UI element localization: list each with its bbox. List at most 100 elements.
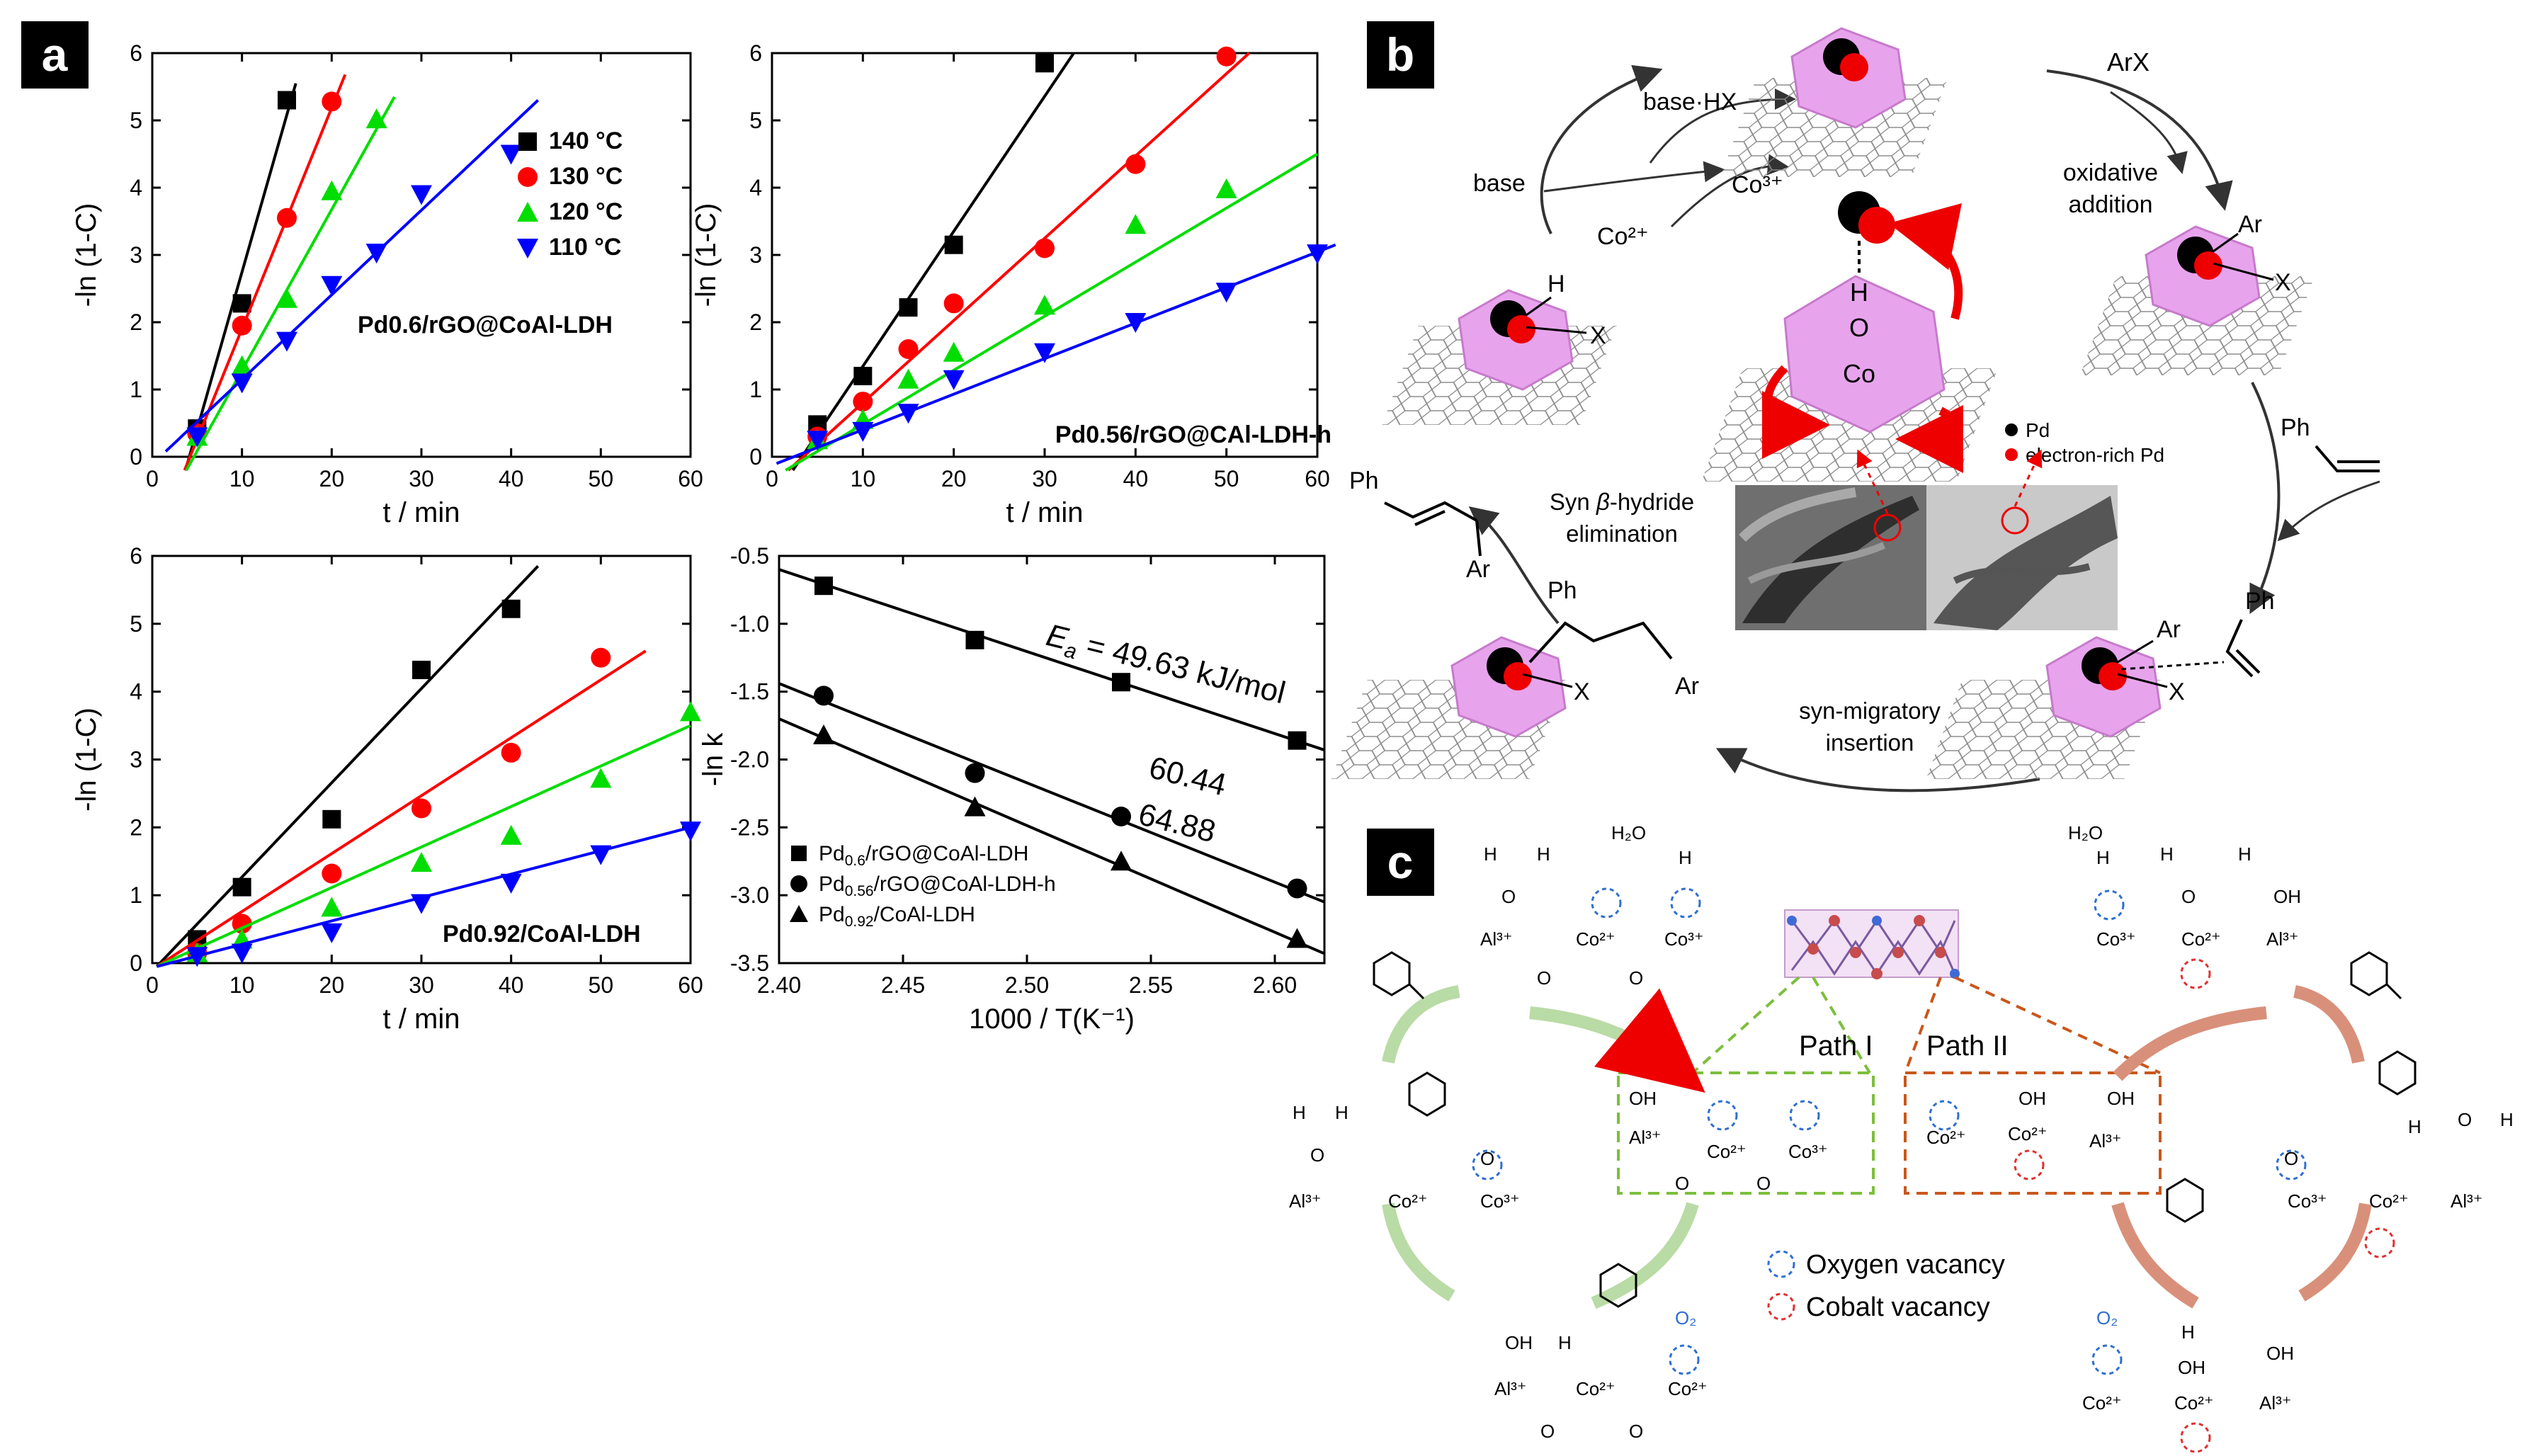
- svg-text:O: O: [1537, 967, 1551, 989]
- svg-text:H: H: [2160, 843, 2174, 865]
- data-point-series-3: [186, 947, 208, 967]
- svg-text:oxidative: oxidative: [2063, 159, 2158, 186]
- svg-text:O: O: [1480, 1148, 1494, 1169]
- y-tick-label: 6: [130, 40, 142, 66]
- svg-text:Path I: Path I: [1799, 1030, 1873, 1062]
- svg-text:Co³⁺: Co³⁺: [1480, 1190, 1520, 1212]
- svg-text:Co²⁺: Co²⁺: [1668, 1378, 1708, 1399]
- data-point-series-3: [943, 370, 965, 390]
- fit-line-series-1: [156, 649, 647, 968]
- data-point-series-3: [411, 894, 432, 914]
- x-tick-label: 2.55: [1129, 972, 1173, 998]
- legend-marker: [791, 846, 807, 861]
- svg-text:OH: OH: [2273, 886, 2301, 907]
- data-point-series-3: [897, 404, 919, 424]
- y-tick-label: -2.0: [730, 747, 769, 773]
- data-point-series-0: [232, 877, 251, 897]
- data-point-series-2: [680, 701, 701, 722]
- x-tick-label: 20: [319, 466, 345, 491]
- svg-text:O: O: [1310, 1144, 1324, 1166]
- data-point-series-0: [1288, 731, 1307, 750]
- svg-text:Al³⁺: Al³⁺: [1494, 1378, 1527, 1399]
- data-point-series-3: [1125, 313, 1147, 333]
- fragment-bottom-left: OH H Al³⁺ Co²⁺ Co²⁺ O O O₂: [1494, 1263, 1708, 1442]
- data-point-series-1: [411, 798, 431, 819]
- data-point-series-3: [590, 845, 612, 865]
- y-tick-label: 6: [130, 543, 142, 569]
- data-point-series-2: [1215, 178, 1237, 198]
- y-axis-label: -ln (1-C): [71, 203, 102, 307]
- fit-line-series-0: [778, 568, 1325, 751]
- x-tick-label: 0: [146, 466, 159, 491]
- legend-marker: [790, 905, 808, 922]
- x-tick-label: 0: [766, 466, 778, 491]
- svg-text:Al³⁺: Al³⁺: [1480, 928, 1513, 950]
- arrow-bottom: [1715, 748, 2040, 792]
- svg-text:Ph: Ph: [2245, 588, 2275, 615]
- x-tick-label: 30: [1032, 466, 1057, 491]
- svg-text:electron-rich Pd: electron-rich Pd: [2026, 444, 2164, 466]
- y-tick-label: -3.0: [730, 882, 769, 908]
- fragment-top-left: H H O H₂O H Al³⁺ Co²⁺ Co³⁺ O O: [1480, 822, 1704, 989]
- data-point-series-3: [807, 431, 829, 451]
- panel-b-cycle: base·HX base Co³⁺ Co²⁺ ArX oxidative add…: [1331, 27, 2380, 792]
- data-point-series-2: [411, 852, 432, 872]
- y-tick-label: 4: [749, 175, 762, 200]
- x-tick-label: 20: [319, 972, 345, 998]
- svg-text:Ar: Ar: [2157, 616, 2181, 643]
- data-point-series-1: [501, 742, 521, 763]
- chart-annotation: Pd0.92/CoAl-LDH: [443, 921, 641, 948]
- y-tick-label: 4: [130, 175, 142, 200]
- x-tick-label: 10: [851, 466, 876, 491]
- arrow-left: [1468, 506, 1560, 625]
- svg-text:Co²⁺: Co²⁺: [2369, 1190, 2409, 1212]
- svg-text:Co: Co: [1843, 359, 1875, 388]
- arrow-top-left: [1540, 64, 1663, 234]
- data-point-series-0: [1112, 673, 1130, 692]
- fit-line-series-2: [778, 717, 1325, 955]
- svg-text:ArX: ArX: [2107, 47, 2150, 76]
- data-point-series-3: [365, 244, 387, 264]
- y-tick-label: 3: [749, 242, 762, 268]
- benzaldehyde-right: [2350, 951, 2402, 1000]
- y-tick-label: 5: [130, 611, 142, 637]
- svg-text:X: X: [1574, 678, 1590, 705]
- x-tick-label: 2.60: [1253, 972, 1297, 998]
- data-point-series-1: [1035, 238, 1055, 258]
- svg-text:Co²⁺: Co²⁺: [1707, 1141, 1747, 1162]
- svg-text:Al³⁺: Al³⁺: [2089, 1130, 2122, 1151]
- data-point-series-2: [590, 768, 612, 788]
- y-tick-label: -1.0: [730, 611, 769, 637]
- x-tick-label: 50: [589, 466, 614, 491]
- svg-text:OH: OH: [2178, 1357, 2205, 1378]
- y-tick-label: 0: [749, 444, 762, 470]
- svg-text:H: H: [2238, 843, 2251, 865]
- x-tick-label: 40: [499, 972, 524, 998]
- data-point-series-2: [276, 288, 297, 308]
- svg-text:Ar: Ar: [1675, 673, 1699, 700]
- data-point-series-2: [964, 796, 986, 817]
- y-tick-label: 0: [130, 950, 142, 976]
- data-point-series-3: [1034, 343, 1055, 363]
- data-point-series-3: [276, 331, 297, 352]
- data-point-series-2: [1111, 851, 1132, 871]
- data-point-series-3: [321, 275, 343, 296]
- complex-left: H X: [1382, 271, 1617, 425]
- data-point-series-1: [232, 914, 252, 934]
- data-point-series-2: [897, 368, 919, 389]
- legend-marker: [790, 875, 807, 892]
- svg-text:H₂O: H₂O: [1611, 822, 1646, 843]
- svg-text:Ph: Ph: [1548, 577, 1577, 604]
- svg-text:Pd: Pd: [2026, 419, 2050, 441]
- x-axis-label: 1000 / T(K⁻¹): [969, 1003, 1135, 1035]
- x-axis-label: t / min: [383, 1003, 460, 1035]
- legend-marker: [518, 132, 537, 151]
- x-tick-label: 10: [229, 466, 255, 491]
- complex-bottom-left: X Ph Ar: [1331, 577, 1699, 779]
- svg-text:b: b: [1386, 28, 1414, 81]
- x-axis-label: t / min: [383, 497, 460, 528]
- fit-line-series-3: [164, 99, 540, 453]
- svg-text:Path II: Path II: [1926, 1030, 2009, 1062]
- x-tick-label: 40: [499, 466, 524, 491]
